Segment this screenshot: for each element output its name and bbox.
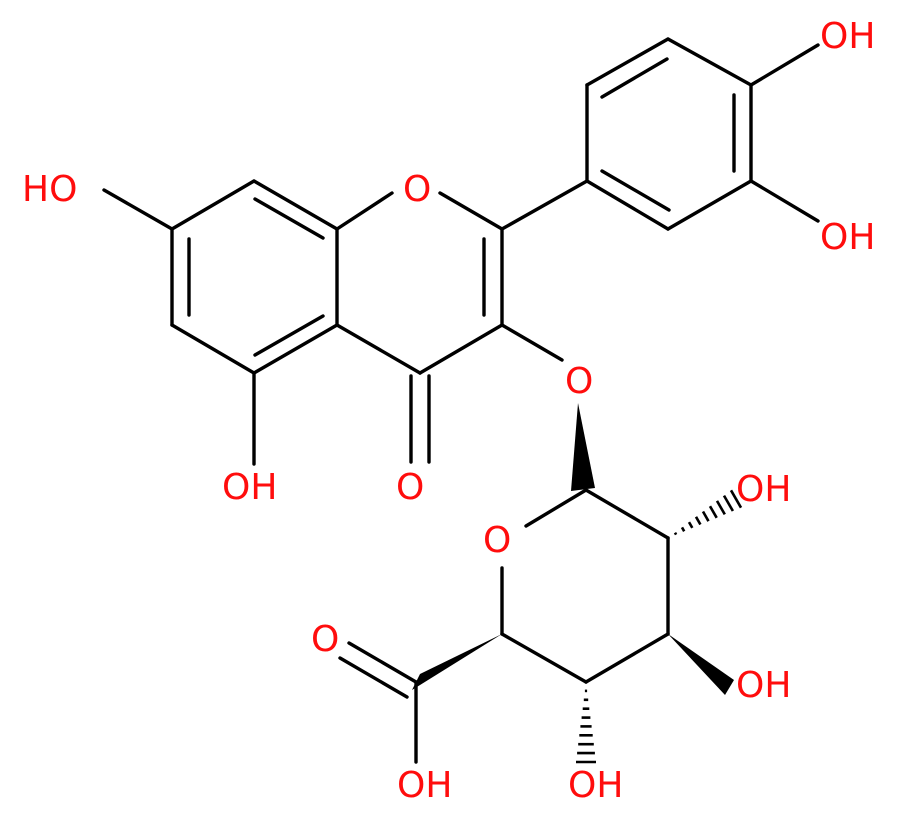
hash-c2-oh (729, 489, 743, 509)
hashed-bonds (576, 489, 743, 764)
atom-label-ring-oxygen-c: O (403, 169, 431, 210)
atom-label-oh-catechol-top: OH (820, 16, 875, 57)
wedge-c4-oh (668, 634, 734, 695)
hash-c2-oh (715, 500, 726, 516)
bond-lines (102, 37, 820, 764)
atom-label-carbonyl-oxygen: O (396, 467, 424, 508)
wedge-c1-body (571, 403, 595, 491)
atom-label-oh-a-ring-bottom: OH (222, 467, 277, 508)
atom-label-ring-oxygen-sugar: O (483, 520, 511, 561)
atom-label-oh-catechol-mid: OH (820, 217, 875, 258)
wedge-bonds (412, 403, 734, 695)
hash-c2-oh (673, 532, 678, 536)
hash-c2-oh (694, 516, 702, 526)
hash-c2-oh (708, 505, 718, 519)
atom-label-oh-sugar-c4: OH (568, 765, 623, 806)
hash-c2-oh (722, 494, 735, 512)
atom-label-carboxyl-oh: OH (397, 765, 452, 806)
atom-label-ether-oxygen: O (565, 361, 593, 402)
atom-label-carboxyl-oxygen: O (311, 619, 339, 660)
wedge-c5-cooh (412, 634, 502, 690)
hash-c2-oh (701, 510, 710, 522)
atom-label-ho-a-ring: HO (22, 169, 77, 210)
atom-label-oh-sugar-c3: OH (736, 665, 791, 706)
hash-c2-oh (687, 521, 694, 529)
atom-label-oh-sugar-c2: OH (736, 469, 791, 510)
hash-c2-oh (680, 526, 686, 532)
